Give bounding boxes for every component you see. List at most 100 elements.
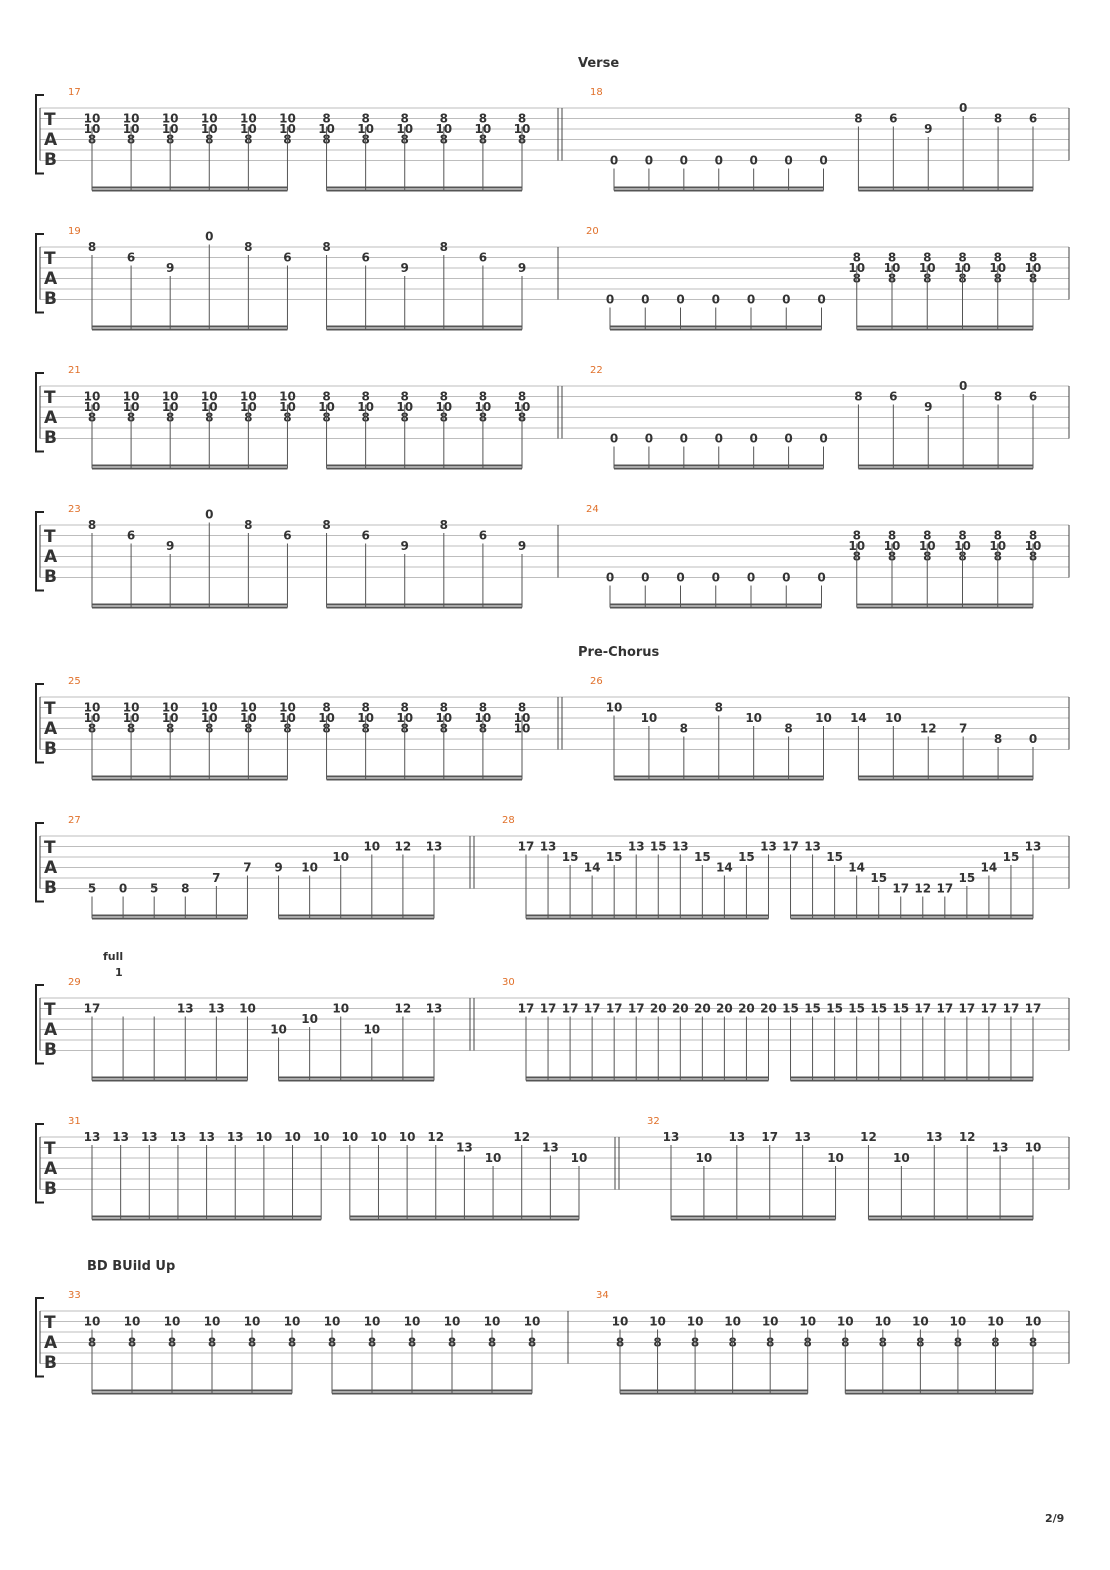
- fret-number: 6: [361, 251, 369, 265]
- fret-number: 15: [694, 850, 711, 864]
- fret-number: 17: [562, 1002, 579, 1016]
- fret-number: 8: [518, 112, 526, 126]
- fret-number: 10: [123, 701, 140, 715]
- fret-number: 0: [819, 432, 827, 446]
- fret-number: 13: [426, 1002, 443, 1016]
- fret-number: 0: [782, 571, 790, 585]
- fret-number: 10: [837, 1315, 854, 1329]
- fret-number: 9: [518, 539, 526, 553]
- fret-number: 10: [1025, 1315, 1042, 1329]
- tab-clef-letter: A: [44, 408, 58, 428]
- fret-number: 10: [204, 1315, 221, 1329]
- fret-number: 13: [1025, 840, 1042, 854]
- tab-clef-letter: A: [44, 858, 58, 878]
- fret-number: 13: [760, 840, 777, 854]
- tab-clef-letter: B: [44, 428, 57, 448]
- fret-number: 8: [440, 112, 448, 126]
- fret-number: 6: [283, 529, 291, 543]
- fret-number: 10: [950, 1315, 967, 1329]
- fret-number: 12: [920, 722, 937, 736]
- fret-number: 0: [610, 154, 618, 168]
- fret-number: 0: [641, 293, 649, 307]
- fret-number: 13: [112, 1130, 129, 1144]
- tab-clef-letter: B: [44, 567, 57, 587]
- tab-clef-letter: A: [44, 1159, 58, 1179]
- tab-clef-letter: B: [44, 1353, 57, 1373]
- fret-number: 10: [696, 1151, 713, 1165]
- fret-number: 8: [322, 112, 330, 126]
- fret-number: 9: [924, 400, 932, 414]
- fret-number: 0: [817, 571, 825, 585]
- tab-clef-letter: A: [44, 1333, 58, 1353]
- fret-number: 10: [815, 711, 832, 725]
- section-pre-chorus: Pre-Chorus: [578, 645, 660, 660]
- section-verse: Verse: [578, 56, 619, 71]
- fret-number: 17: [892, 882, 909, 896]
- fret-number: 8: [853, 529, 861, 543]
- fret-number: 10: [987, 1315, 1004, 1329]
- fret-number: 0: [645, 432, 653, 446]
- fret-number: 7: [212, 871, 220, 885]
- tab-clef-letter: T: [44, 1139, 56, 1159]
- fret-number: 8: [958, 529, 966, 543]
- system-bracket: [35, 1123, 44, 1204]
- fret-number: 17: [936, 1002, 953, 1016]
- fret-number: 10: [256, 1130, 273, 1144]
- fret-number: 12: [914, 882, 931, 896]
- fret-number: 17: [936, 882, 953, 896]
- fret-number: 13: [804, 840, 821, 854]
- fret-number: 6: [889, 112, 897, 126]
- fret-number: 7: [959, 722, 967, 736]
- fret-number: 8: [923, 529, 931, 543]
- fret-number: 6: [1029, 112, 1037, 126]
- fret-number: 10: [332, 1002, 349, 1016]
- fret-number: 8: [854, 112, 862, 126]
- fret-number: 8: [518, 701, 526, 715]
- fret-number: 0: [676, 293, 684, 307]
- fret-number: 12: [513, 1130, 530, 1144]
- fret-number: 17: [981, 1002, 998, 1016]
- fret-number: 0: [205, 508, 213, 522]
- tab-clef-letter: B: [44, 739, 57, 759]
- fret-number: 8: [322, 240, 330, 254]
- fret-number: 17: [782, 840, 799, 854]
- fret-number: 13: [542, 1141, 559, 1155]
- fret-number: 10: [240, 112, 257, 126]
- fret-number: 8: [888, 251, 896, 265]
- bar-number: 17: [68, 87, 81, 98]
- fret-number: 6: [479, 529, 487, 543]
- fret-number: 10: [164, 1315, 181, 1329]
- fret-number: 10: [606, 701, 623, 715]
- fret-number: 17: [761, 1130, 778, 1144]
- fret-number: 0: [749, 154, 757, 168]
- fret-number: 0: [784, 432, 792, 446]
- fret-number: 8: [440, 240, 448, 254]
- fret-number: 10: [313, 1130, 330, 1144]
- fret-number: 8: [401, 112, 409, 126]
- fret-number: 10: [444, 1315, 461, 1329]
- fret-number: 5: [150, 882, 158, 896]
- bar-number: 25: [68, 676, 81, 687]
- fret-number: 10: [485, 1151, 502, 1165]
- fret-number: 15: [826, 1002, 843, 1016]
- fret-number: 15: [562, 850, 579, 864]
- fret-number: 15: [782, 1002, 799, 1016]
- fret-number: 8: [958, 251, 966, 265]
- fret-number: 13: [728, 1130, 745, 1144]
- bar-number: 28: [502, 815, 515, 826]
- fret-number: 8: [854, 390, 862, 404]
- fret-number: 20: [760, 1002, 777, 1016]
- fret-number: 12: [395, 840, 412, 854]
- fret-number: 17: [959, 1002, 976, 1016]
- fret-number: 13: [794, 1130, 811, 1144]
- fret-number: 15: [892, 1002, 909, 1016]
- fret-number: 17: [518, 1002, 535, 1016]
- fret-number: 10: [1025, 1141, 1042, 1155]
- fret-number: 0: [680, 432, 688, 446]
- fret-number: 0: [747, 293, 755, 307]
- fret-number: 10: [162, 701, 179, 715]
- tab-clef-letter: A: [44, 547, 58, 567]
- fret-number: 17: [540, 1002, 557, 1016]
- bar-number: 33: [68, 1290, 81, 1301]
